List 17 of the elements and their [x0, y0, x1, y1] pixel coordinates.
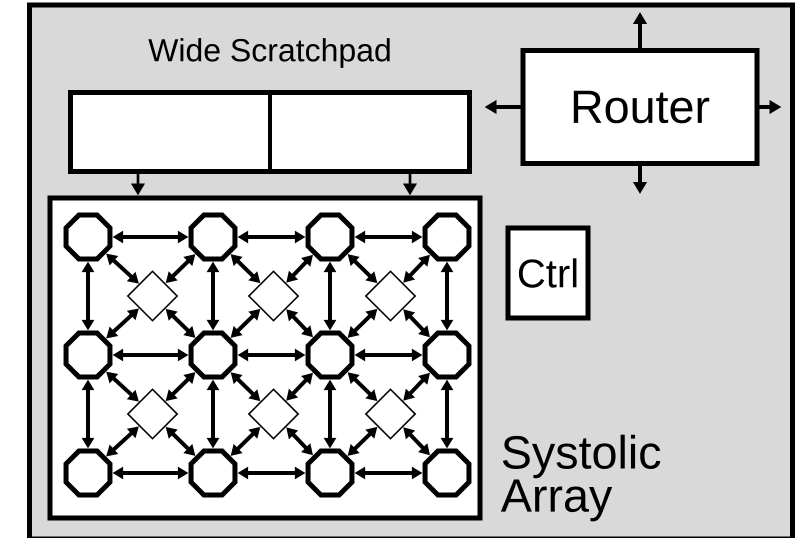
control-box: Ctrl: [506, 226, 591, 320]
processing-element: [422, 330, 472, 380]
processing-element: [306, 448, 354, 498]
processing-element: [306, 212, 354, 262]
node-label: Systolic Array: [500, 434, 660, 522]
processing-element: [64, 212, 112, 262]
processing-element: [422, 448, 472, 498]
processing-element: [188, 212, 238, 262]
processing-element: [64, 330, 112, 380]
scratchpad-box: Wide Scratchpad: [68, 38, 472, 174]
node-label: Wide Scratchpad: [148, 38, 390, 68]
processing-element: [188, 448, 238, 498]
processing-element: [188, 330, 238, 380]
processing-element: [64, 448, 112, 498]
processing-element: [422, 212, 472, 262]
router-box: Router: [520, 48, 760, 166]
processing-element: [306, 330, 354, 380]
